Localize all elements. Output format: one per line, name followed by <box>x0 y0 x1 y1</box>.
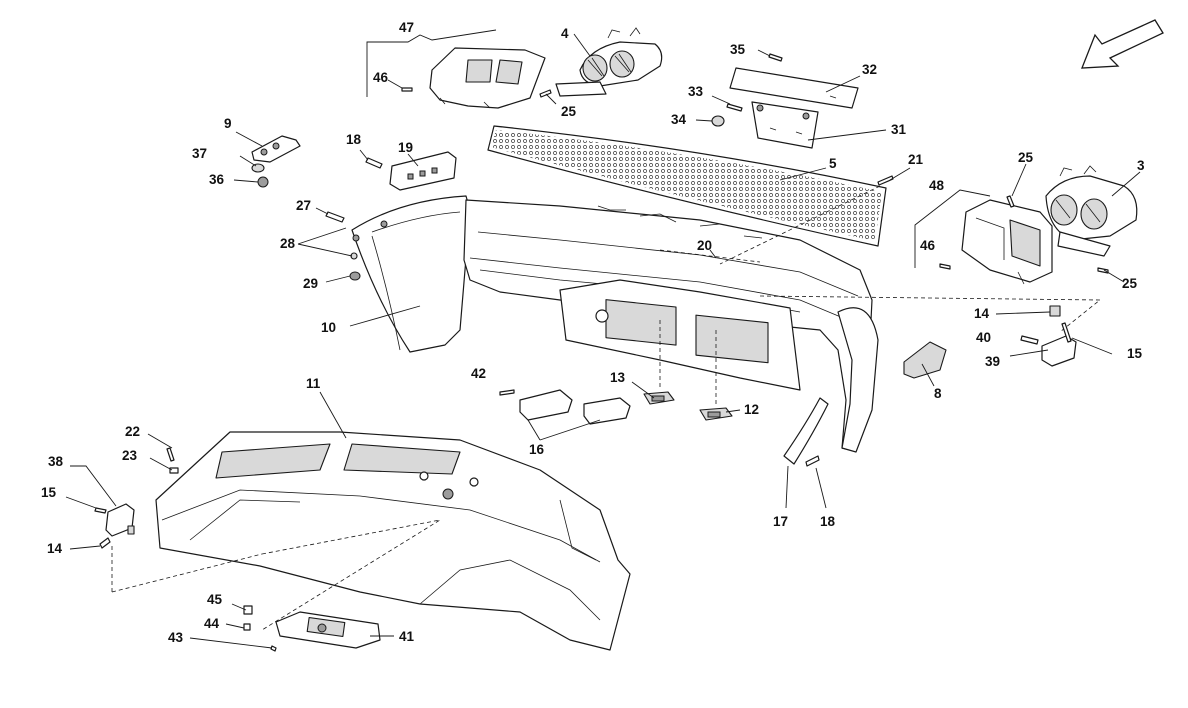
parts-22-23-fasteners <box>166 447 179 474</box>
callout-42: 42 <box>471 366 486 381</box>
callout-35: 35 <box>730 42 746 57</box>
part-32-plate <box>729 67 859 109</box>
parts-36-37-nuts <box>251 163 269 188</box>
part-18-bolt-upper <box>365 157 383 169</box>
callout-8: 8 <box>934 386 942 401</box>
callout-12: 12 <box>744 402 759 417</box>
part-10-side-panel <box>351 195 471 353</box>
callout-14: 14 <box>47 541 63 556</box>
callout-14: 14 <box>974 306 990 321</box>
leader-dashed-15 <box>759 295 1102 333</box>
callout-48: 48 <box>929 178 945 193</box>
callout-labels: 47 4 46 25 35 32 33 34 31 9 37 36 18 19 … <box>41 20 1145 645</box>
leader-dashed-mid <box>659 249 761 263</box>
callout-9: 9 <box>224 116 232 131</box>
callout-29: 29 <box>303 276 318 291</box>
callout-37: 37 <box>192 146 207 161</box>
callout-4: 4 <box>561 26 569 41</box>
callout-47: 47 <box>399 20 414 35</box>
front-direction-arrow-icon <box>1081 19 1164 69</box>
callout-34: 34 <box>671 112 687 127</box>
callout-22: 22 <box>125 424 140 439</box>
part-18-bolt-lower <box>805 455 820 467</box>
part-4-exhaust-tips-left <box>555 27 663 97</box>
part-13-clip <box>643 391 675 405</box>
callout-18: 18 <box>820 514 836 529</box>
part-38-bracket-left <box>94 503 135 549</box>
callout-18: 18 <box>346 132 362 147</box>
callout-45: 45 <box>207 592 223 607</box>
leader-dashed-11-left <box>111 545 263 593</box>
callout-36: 36 <box>209 172 225 187</box>
callout-33: 33 <box>688 84 704 99</box>
part-5-mesh-grille <box>487 125 887 247</box>
fasteners-25-46 <box>401 87 1109 274</box>
callout-21: 21 <box>908 152 924 167</box>
parts-27-28-29-fasteners <box>325 211 361 281</box>
part-12-clip <box>699 407 733 421</box>
callout-27: 27 <box>296 198 311 213</box>
callout-25: 25 <box>1018 150 1034 165</box>
callout-46: 46 <box>373 70 389 85</box>
part-21-screw <box>877 175 894 186</box>
part-9-bracket <box>251 135 301 163</box>
callout-13: 13 <box>610 370 626 385</box>
callout-31: 31 <box>891 122 907 137</box>
callout-41: 41 <box>399 629 415 644</box>
part-17-trim-strip <box>783 397 829 465</box>
callout-15: 15 <box>1127 346 1143 361</box>
callout-28: 28 <box>280 236 296 251</box>
part-19-mount <box>389 151 457 191</box>
part-main-bumper-cover <box>463 199 879 453</box>
part-11-under-diffuser <box>155 431 631 651</box>
callout-43: 43 <box>168 630 184 645</box>
callout-19: 19 <box>398 140 413 155</box>
callout-23: 23 <box>122 448 138 463</box>
callout-17: 17 <box>773 514 788 529</box>
callout-15: 15 <box>41 485 57 500</box>
parts-14-15-39-40-bracket <box>1020 305 1077 367</box>
callout-44: 44 <box>204 616 220 631</box>
parts-43-44-45-fasteners <box>243 605 277 652</box>
part-42-screw <box>499 389 515 396</box>
callout-3: 3 <box>1137 158 1145 173</box>
leader-dashed-21 <box>719 185 881 265</box>
part-3-exhaust-tips-right <box>1045 165 1138 257</box>
callout-46: 46 <box>920 238 936 253</box>
callout-40: 40 <box>976 330 991 345</box>
callout-20: 20 <box>697 238 712 253</box>
callout-32: 32 <box>862 62 877 77</box>
part-41-tow-eye-bracket <box>275 611 381 649</box>
callout-25: 25 <box>1122 276 1138 291</box>
callout-25: 25 <box>561 104 577 119</box>
part-47-exhaust-shield-left <box>366 29 546 109</box>
part-8-trim <box>903 341 947 379</box>
callout-16: 16 <box>529 442 545 457</box>
callout-10: 10 <box>321 320 336 335</box>
part-48-exhaust-shield-right <box>914 189 1053 285</box>
callout-11: 11 <box>306 376 321 391</box>
callout-38: 38 <box>48 454 64 469</box>
callout-leaders <box>65 33 1141 649</box>
callout-5: 5 <box>829 156 837 171</box>
callout-39: 39 <box>985 354 1000 369</box>
part-16-brackets <box>519 389 631 425</box>
part-31-bracket <box>751 101 819 149</box>
